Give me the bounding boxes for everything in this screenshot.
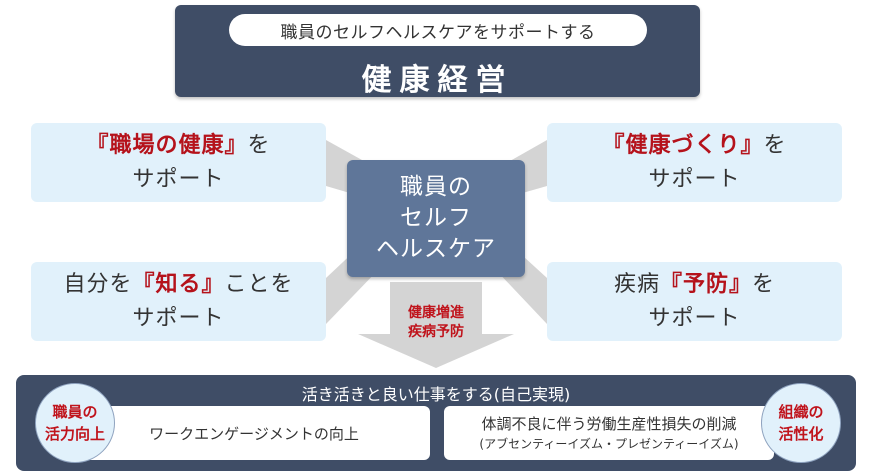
box-emphasis: 『予防』 — [659, 271, 752, 297]
box-emphasis: 『職場の健康』 — [86, 132, 248, 158]
circle-line-2: 活力向上 — [44, 425, 105, 443]
box-emphasis: 『知る』 — [132, 271, 225, 297]
box-text: 自分を — [63, 271, 133, 297]
center-line-3: ヘルスケア — [376, 236, 496, 262]
box-emphasis: 『健康づくり』 — [602, 132, 764, 158]
card-text: 体調不良に伴う労働生産性損失の削減 — [481, 415, 737, 433]
bottom-title: 活き活きと良い仕事をする(自己実現) — [301, 385, 571, 404]
card-work-engagement: ワークエンゲージメントの向上 — [78, 406, 430, 460]
box-text: ことを — [224, 271, 294, 297]
center-line-2: セルフ — [400, 205, 472, 231]
circle-line-1: 組織の — [778, 403, 824, 421]
center-line-1: 職員の — [400, 174, 472, 200]
box-text: を — [247, 132, 271, 158]
circle-line-2: 活性化 — [778, 425, 824, 443]
card-subtext: (アブセンティーイズム・プレゼンティーイズム) — [479, 437, 739, 451]
down-arrow — [358, 282, 514, 368]
arrow-label: 健康増進 疾病予防 — [390, 304, 482, 342]
arrow-label-line-2: 疾病予防 — [408, 324, 464, 340]
arrow-label-line-1: 健康増進 — [408, 305, 464, 321]
box-text: を — [763, 132, 787, 158]
circle-line-1: 職員の — [52, 403, 98, 421]
box-line-2: サポート — [648, 166, 741, 192]
box-text: 疾病 — [613, 271, 660, 297]
box-line-1: 疾病『予防』を — [614, 268, 775, 302]
box-line-1: 自分を『知る』ことを — [63, 268, 293, 302]
box-line-1: 『健康づくり』を — [602, 129, 786, 163]
box-health-building: 『健康づくり』を サポート — [547, 123, 842, 202]
circle-organization-activation: 組織の 活性化 — [761, 383, 841, 463]
box-line-1: 『職場の健康』を — [86, 129, 270, 163]
card-productivity-loss: 体調不良に伴う労働生産性損失の削減 (アブセンティーイズム・プレゼンティーイズム… — [444, 406, 774, 460]
circle-employee-vitality: 職員の 活力向上 — [35, 383, 115, 463]
center-self-healthcare: 職員の セルフ ヘルスケア — [347, 160, 525, 277]
box-line-2: サポート — [132, 305, 225, 331]
box-line-2: サポート — [132, 166, 225, 192]
box-text: を — [752, 271, 776, 297]
box-workplace-health: 『職場の健康』を サポート — [31, 123, 326, 202]
card-text: ワークエンゲージメントの向上 — [149, 424, 359, 443]
box-disease-prevention: 疾病『予防』を サポート — [547, 262, 842, 341]
box-self-knowledge: 自分を『知る』ことを サポート — [31, 262, 326, 341]
bottom-banner: 活き活きと良い仕事をする(自己実現) ワークエンゲージメントの向上 体調不良に伴… — [16, 375, 856, 471]
top-title: 健康経営 — [361, 63, 514, 98]
top-banner: 職員のセルフヘルスケアをサポートする 健康経営 — [175, 5, 700, 98]
box-line-2: サポート — [648, 305, 741, 331]
top-subtitle: 職員のセルフヘルスケアをサポートする — [229, 14, 647, 46]
